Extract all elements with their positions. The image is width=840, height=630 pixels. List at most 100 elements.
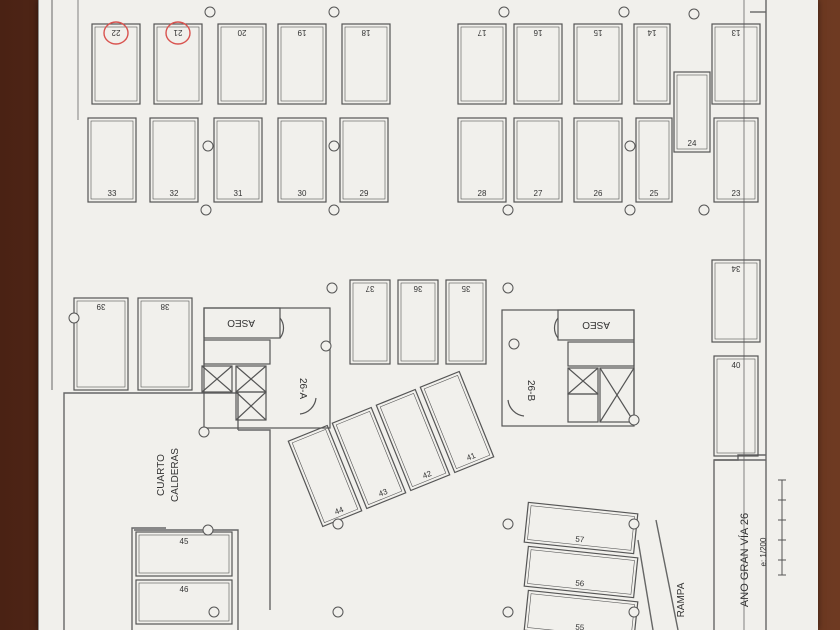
column-marker (498, 6, 510, 18)
parking-space-30: 30 (277, 117, 327, 203)
column-marker (624, 140, 636, 152)
parking-space-number: 56 (575, 578, 585, 588)
parking-space-number: 38 (160, 302, 169, 311)
parking-space-number: 46 (180, 585, 189, 594)
parking-space-16: 16 (513, 23, 563, 105)
parking-space-17: 17 (457, 23, 507, 105)
parking-space-19: 19 (277, 23, 327, 105)
column-marker (328, 6, 340, 18)
parking-space-26: 26 (573, 117, 623, 203)
floor-plan: ASEO 26-A ASEO 26-B CUARTO CALDERAS RAMP… (38, 0, 786, 630)
parking-space-36: 36 (397, 279, 439, 365)
parking-space-number: 14 (647, 28, 656, 37)
parking-space-number: 22 (111, 28, 120, 37)
parking-space-20: 20 (217, 23, 267, 105)
parking-space-number: 36 (413, 284, 422, 293)
boiler-room-label-2: CALDERAS (170, 448, 181, 502)
parking-space-33: 33 (87, 117, 137, 203)
boiler-room-label-1: CUARTO (156, 454, 167, 496)
parking-space-29: 29 (339, 117, 389, 203)
parking-space-31: 31 (213, 117, 263, 203)
parking-space-45: 45 (135, 531, 233, 577)
parking-space-number: 32 (170, 189, 179, 198)
parking-space-34: 34 (711, 259, 761, 343)
column-marker (502, 606, 514, 618)
parking-space-56: 56 (523, 545, 639, 599)
scale-label: e: 1/200 (759, 537, 768, 566)
core-26-a (201, 307, 331, 429)
parking-space-number: 42 (421, 469, 433, 481)
ramp-label: RAMPA (676, 582, 687, 617)
core-26-b (501, 309, 635, 427)
parking-space-number: 43 (377, 487, 389, 499)
parking-space-32: 32 (149, 117, 199, 203)
column-marker (202, 140, 214, 152)
parking-space-14: 14 (633, 23, 671, 105)
core-26-b-label: 26-B (525, 380, 536, 401)
parking-space-35: 35 (445, 279, 487, 365)
parking-space-number: 40 (732, 361, 741, 370)
column-marker (204, 6, 216, 18)
column-marker (200, 204, 212, 216)
column-marker (618, 6, 630, 18)
parking-space-41: 41 (419, 370, 495, 474)
parking-space-number: 21 (173, 28, 182, 37)
parking-space-27: 27 (513, 117, 563, 203)
column-marker (68, 312, 80, 324)
parking-space-number: 20 (237, 28, 246, 37)
parking-space-number: 31 (234, 189, 243, 198)
circled-marker (103, 21, 129, 45)
column-marker (628, 606, 640, 618)
parking-space-number: 57 (575, 534, 585, 544)
parking-space-55: 55 (523, 589, 639, 630)
parking-space-40: 40 (713, 355, 759, 457)
column-marker (628, 518, 640, 530)
parking-space-13: 13 (711, 23, 761, 105)
column-marker (208, 606, 220, 618)
aseo-a-label: ASEO (227, 317, 255, 328)
parking-space-24: 24 (673, 71, 711, 153)
column-marker (502, 518, 514, 530)
building-walls (38, 0, 767, 630)
column-marker (698, 204, 710, 216)
parking-space-number: 16 (533, 28, 542, 37)
column-marker (320, 340, 332, 352)
parking-space-number: 23 (732, 189, 741, 198)
parking-space-57: 57 (523, 501, 639, 555)
parking-space-number: 45 (180, 537, 189, 546)
column-marker (202, 524, 214, 536)
floor-plan-sheet: ASEO 26-A ASEO 26-B CUARTO CALDERAS RAMP… (38, 0, 818, 630)
circled-marker (165, 21, 191, 45)
column-marker (328, 140, 340, 152)
parking-space-number: 30 (298, 189, 307, 198)
parking-space-number: 33 (108, 189, 117, 198)
parking-space-22: 22 (91, 21, 141, 105)
structural-columns (68, 6, 710, 618)
scale-bar (778, 479, 786, 576)
parking-space-number: 35 (461, 284, 470, 293)
parking-space-number: 28 (478, 189, 487, 198)
parking-space-15: 15 (573, 23, 623, 105)
parking-space-number: 13 (731, 28, 740, 37)
parking-space-46: 46 (135, 579, 233, 625)
parking-space-number: 24 (688, 139, 697, 148)
parking-space-number: 25 (650, 189, 659, 198)
parking-space-number: 29 (360, 189, 369, 198)
column-marker (688, 8, 700, 20)
parking-space-number: 44 (333, 505, 345, 517)
parking-space-44: 44 (287, 424, 363, 528)
column-marker (624, 204, 636, 216)
parking-space-number: 15 (593, 28, 602, 37)
parking-space-43: 43 (331, 406, 407, 510)
parking-space-37: 37 (349, 279, 391, 365)
column-marker (326, 282, 338, 294)
street-title: ANO GRAN VÍA 26 (738, 513, 751, 607)
parking-space-number: 37 (365, 284, 374, 293)
parking-space-42: 42 (375, 388, 451, 492)
parking-space-number: 17 (477, 28, 486, 37)
parking-space-number: 26 (594, 189, 603, 198)
parking-space-number: 27 (534, 189, 543, 198)
parking-space-number: 19 (297, 28, 306, 37)
column-marker (502, 282, 514, 294)
parking-space-39: 39 (73, 297, 129, 391)
